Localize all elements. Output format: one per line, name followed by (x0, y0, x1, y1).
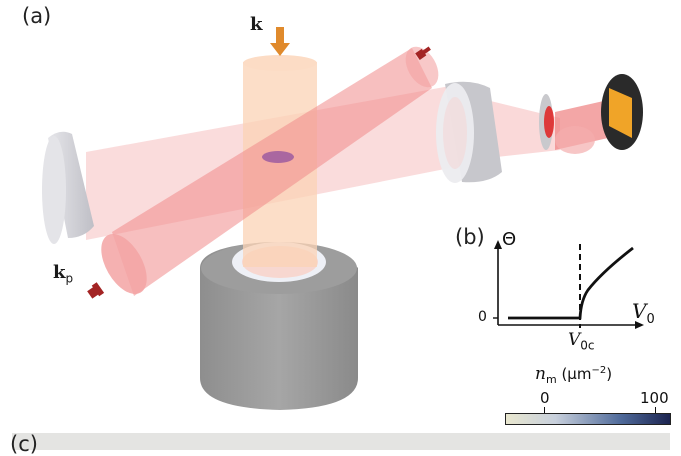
left-mirror (42, 131, 94, 244)
colorbar (505, 413, 671, 425)
detector-camera (601, 74, 643, 150)
colorbar-tick-mark-100 (655, 407, 656, 413)
k-arrow-icon (270, 27, 290, 56)
y-axis-arrow-icon (494, 240, 502, 249)
x-axis-label-subscript: 0 (646, 312, 655, 327)
colorbar-tick-mark-0 (544, 407, 545, 413)
pump-beam-label: kp (53, 262, 73, 286)
order-parameter-curve (508, 246, 634, 320)
colorbar-label: nm (μm−2) (535, 364, 612, 386)
phase-transition-plot (493, 240, 644, 329)
y-tick-label: 0 (478, 309, 487, 325)
panel-c-image (12, 433, 670, 450)
x-axis-arrow-icon (635, 321, 644, 329)
pump-arrow-top-icon (415, 46, 431, 60)
colorbar-unit-exponent: −2 (591, 365, 607, 376)
atom-cloud (262, 151, 294, 163)
panel-a-label: (a) (22, 4, 52, 28)
objective-lens (200, 242, 358, 410)
pump-beam-label-main: k (53, 262, 66, 283)
focusing-lens (539, 94, 554, 150)
pump-arrow-bottom-icon (87, 282, 105, 299)
x-axis-label-main: V (632, 299, 647, 323)
y-axis-label: Θ (502, 229, 517, 250)
pump-beam (101, 46, 439, 296)
beam-k-label: k (250, 14, 263, 35)
critical-value-label: V0c (568, 330, 595, 352)
optical-setup-illustration (42, 27, 643, 410)
colorbar-label-main: n (535, 364, 546, 384)
colorbar-tick-0: 0 (540, 389, 550, 407)
critical-value-subscript: 0c (580, 338, 595, 353)
x-axis-label: V0 (632, 299, 655, 327)
colorbar-tick-100: 100 (640, 389, 669, 407)
colorbar-unit-close: ) (606, 365, 613, 383)
critical-value-main: V (568, 330, 581, 350)
panel-c-label: (c) (10, 432, 38, 456)
panel-b-label: (b) (455, 225, 485, 249)
right-mirror (436, 81, 502, 183)
colorbar-label-subscript: m (545, 373, 557, 386)
pump-beam-label-subscript: p (65, 271, 74, 286)
colorbar-unit: (μm (561, 365, 592, 383)
